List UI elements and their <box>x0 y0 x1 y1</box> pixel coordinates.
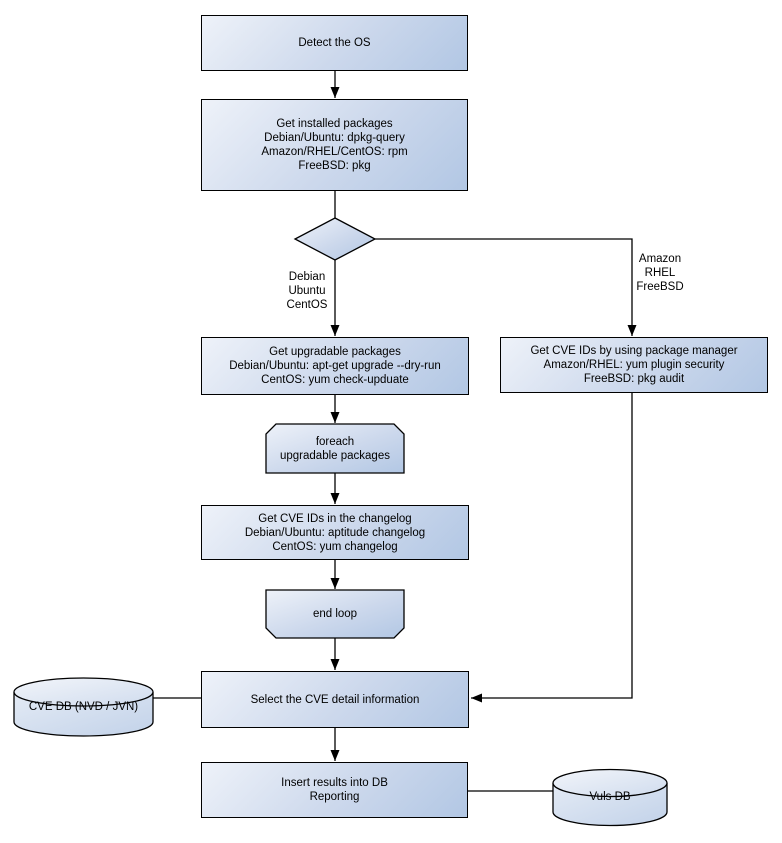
node-get-installed-packages: Get installed packages Debian/Ubuntu: dp… <box>201 99 468 191</box>
node-get-upgradable-packages: Get upgradable packages Debian/Ubuntu: a… <box>201 337 469 395</box>
node-label: FreeBSD: pkg <box>298 160 371 172</box>
edge-label-right-branch: Amazon RHEL FreeBSD <box>625 252 695 294</box>
node-label: Reporting <box>309 791 360 803</box>
vulsdb-cylinder-top <box>552 768 668 798</box>
cvedb-cylinder-top <box>13 677 154 707</box>
decision-diamond <box>293 217 377 261</box>
node-detect-os: Detect the OS <box>201 15 468 71</box>
edge-label-line: Ubuntu <box>288 285 326 297</box>
edge-pkgmanager-to-select <box>471 393 633 703</box>
edge-label-line: RHEL <box>644 267 676 279</box>
edge-decision-to-pkg-manager <box>375 238 637 336</box>
node-label: Amazon/RHEL: yum plugin security <box>543 359 725 371</box>
node-label: Insert results into DB <box>281 777 388 789</box>
node-label: Debian/Ubuntu: apt-get upgrade --dry-run <box>229 360 441 372</box>
node-label: Select the CVE detail information <box>250 693 420 706</box>
node-label: CentOS: yum changelog <box>272 540 398 553</box>
edge-label-line: Debian <box>288 271 326 283</box>
node-label: Get CVE IDs in the changelog <box>258 512 412 525</box>
node-label: Get installed packages <box>276 118 393 130</box>
edge-label-line: Amazon <box>638 253 682 265</box>
node-label: Get upgradable packages <box>269 346 401 358</box>
node-label: Detect the OS <box>298 37 371 49</box>
node-label: Debian/Ubuntu: dpkg-query <box>264 132 405 144</box>
node-label: Amazon/RHEL/CentOS: rpm <box>261 146 408 158</box>
node-get-cve-ids-changelog: Get CVE IDs in the changelog Debian/Ubun… <box>201 505 469 560</box>
node-insert-results: Insert results into DB Reporting <box>201 762 468 818</box>
edge-label-line: FreeBSD <box>636 281 684 293</box>
node-label: FreeBSD: pkg audit <box>583 373 685 385</box>
node-get-cve-ids-package-manager: Get CVE IDs by using package manager Ama… <box>500 337 768 393</box>
end-loop-shape <box>265 589 405 639</box>
edge-label-line: CentOS <box>286 299 328 311</box>
foreach-loop-shape <box>265 423 405 474</box>
node-label: Get CVE IDs by using package manager <box>530 345 738 357</box>
node-label: Debian/Ubuntu: aptitude changelog <box>244 526 426 539</box>
node-label: CentOS: yum check-upduate <box>261 374 409 386</box>
edge-label-left-branch: Debian Ubuntu CentOS <box>272 270 342 312</box>
node-select-cve-detail: Select the CVE detail information <box>201 671 469 728</box>
